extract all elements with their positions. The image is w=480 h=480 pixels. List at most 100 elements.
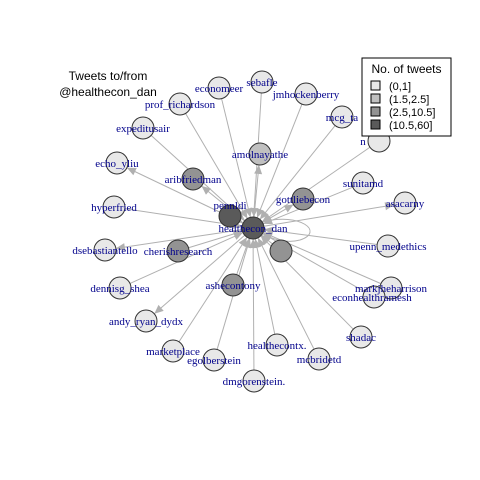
node-hyperfried [102, 195, 126, 219]
node-label-ashecontony: ashecontony [206, 280, 261, 292]
node-label-asacarny: asacarny [386, 198, 425, 210]
node-dennisg_shea [108, 276, 132, 300]
node-prof_richardson [168, 92, 192, 116]
legend-swatch-2 [370, 106, 381, 117]
node-marketplace [161, 339, 185, 363]
node-label-cherishresearch: cherishresearch [144, 246, 213, 258]
node-label-gottliebecon: gottliebecon [276, 194, 331, 206]
node-label-upenn_medethics: upenn_medethics [350, 241, 427, 253]
node-label-healthecontx: healthecontx. [248, 340, 307, 352]
self-loop-layer [262, 218, 311, 242]
node-economeer [207, 76, 231, 100]
nodes-layer [93, 70, 417, 393]
node-label-echo_yliu: echo_yliu [95, 158, 139, 170]
title-line-1: Tweets to/from [69, 69, 148, 83]
legend-swatch-1 [370, 93, 381, 104]
self-loop-edge [262, 218, 311, 242]
node-label-jmhockenberry: jmhockenberry [272, 89, 340, 101]
node-ashecontony [221, 273, 245, 297]
node-amolnayathe [248, 142, 272, 166]
arrowhead-amolnayathe [254, 164, 263, 175]
node-cherishresearch [166, 239, 190, 263]
node-unlabeled_large [269, 239, 293, 263]
node-expeditusair [131, 116, 155, 140]
node-aribfriedman [181, 167, 205, 191]
node-healthecon_dan [241, 216, 265, 240]
node-andy_ryan_dydx [134, 309, 158, 333]
edge-marketplace [178, 236, 248, 343]
node-label-shadac: shadac [346, 332, 376, 344]
node-label-pennldi: pennldi [214, 200, 247, 212]
edge-mcg_ta [259, 125, 336, 220]
node-label-sunitamd: sunitamd [343, 178, 384, 190]
node-sebafle [250, 70, 274, 94]
node-label-dmgorenstein: dmgorenstein. [223, 376, 286, 388]
node-label-healthecon_dan: healthecon_dan [218, 223, 288, 235]
node-sunitamd [351, 171, 375, 195]
node-dmgorenstein [242, 369, 266, 393]
arrowhead-dsebastiantello [115, 243, 126, 252]
node-jmhockenberry [294, 82, 318, 106]
arrowhead-dennisg_shea [233, 232, 243, 240]
graph-title: Tweets to/from @healthecon_dan [59, 69, 157, 99]
edge-andy_ryan_dydx [153, 234, 246, 315]
node-pennldi [218, 204, 242, 228]
node-label-mcg_ta: mcg_ta [326, 112, 358, 124]
node-label-n_partial: n [360, 136, 366, 148]
edge-dsebastiantello [115, 229, 243, 249]
edge-prof_richardson [185, 113, 248, 219]
node-label-sebafle: sebafle [246, 77, 277, 89]
arrowhead-mcbridetd [257, 237, 266, 248]
node-mcbridetd [307, 347, 331, 371]
node-label-markjhhe_harrison: markjheharrison [355, 283, 428, 295]
node-label-economeer: economeer [195, 83, 244, 95]
arrowhead-prof_richardson [239, 208, 248, 219]
node-label-andy_ryan_dydx: andy_ryan_dydx [109, 316, 183, 328]
arrowhead-asacarny [384, 202, 395, 211]
title-line-2: @healthecon_dan [59, 85, 157, 99]
node-mcg_ta [330, 105, 354, 129]
edge-jmhockenberry [256, 104, 303, 218]
node-label-prof_richardson: prof_richardson [145, 99, 216, 111]
legend-label-2: (2.5,10.5] [389, 107, 435, 119]
edge-asacarny [263, 204, 395, 227]
arrowhead-jmhockenberry [256, 207, 265, 218]
edge-healthecontx [254, 238, 276, 335]
arrowhead-aribfriedman [201, 185, 212, 195]
edge-n_partial [261, 146, 371, 223]
arrowhead-econhealthramesh [262, 233, 273, 242]
legend-swatch-3 [370, 119, 381, 130]
node-label-mcbridetd: mcbridetd [297, 354, 342, 366]
node-label-aribfriedman: aribfriedman [165, 174, 222, 186]
node-label-expeditusair: expeditusair [116, 123, 170, 135]
arrowhead-egolberstein [243, 238, 252, 249]
arrowhead-andy_ryan_dydx [154, 304, 164, 314]
node-shadac [349, 325, 373, 349]
node-label-marketplace: marketplace [146, 346, 200, 358]
arrowhead-echo_yliu [126, 167, 137, 176]
legend-entries: (0,1](1.5,2.5](2.5,10.5](10.5,60] [370, 80, 435, 132]
edge-cherishresearch [188, 230, 243, 249]
legend: No. of tweets (0,1](1.5,2.5](2.5,10.5](1… [361, 57, 452, 137]
edge-dmgorenstein [252, 238, 255, 371]
arrowhead-mcg_ta [259, 209, 269, 220]
node-label-econhealthramesh: econhealthramesh [332, 292, 412, 304]
edge-upenn_medethics [263, 228, 378, 246]
legend-label-3: (10.5,60] [389, 120, 432, 132]
node-asacarny [393, 191, 417, 215]
legend-swatch-0 [370, 80, 381, 91]
node-healthecontx [265, 333, 289, 357]
legend-label-1: (1.5,2.5] [389, 94, 429, 106]
node-echo_yliu [105, 151, 129, 175]
node-label-amolnayathe: amolnayathe [232, 149, 288, 161]
arrowhead-gottliebecon [283, 204, 294, 213]
node-label-hyperfried: hyperfried [91, 202, 137, 214]
node-label-egolberstein: egolberstein [187, 355, 241, 367]
edge-mcbridetd [257, 237, 315, 350]
legend-title: No. of tweets [371, 62, 441, 76]
arrowhead-dmgorenstein [249, 238, 258, 249]
node-label-dsebastiantello: dsebastiantello [72, 245, 138, 257]
legend-label-0: (0,1] [389, 81, 411, 93]
edge-economeer [221, 98, 251, 218]
